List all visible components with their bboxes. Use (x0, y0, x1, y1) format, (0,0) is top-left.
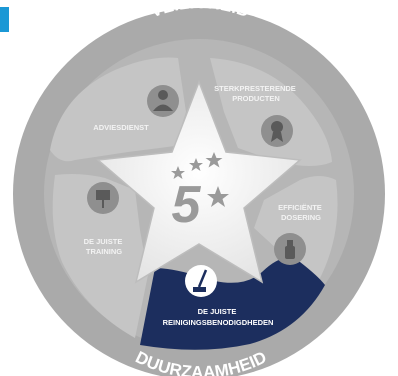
segment-de-juiste-training[interactable] (52, 174, 148, 338)
segment-label-efficiente-dosering: EFFICIËNTE DOSERING (278, 203, 324, 222)
segment-sterkpresterende-producten[interactable] (210, 58, 332, 166)
segment-label-de-juiste-training: DE JUISTE TRAINING (84, 237, 125, 256)
segment-label-de-juiste-reinigingsbenodigdheden: DE JUISTE REINIGINGSBENODIGDHEDEN (163, 307, 274, 327)
segment-panels (50, 57, 338, 350)
mop-icon (185, 265, 217, 297)
segment-label-sterkpresterende-producten: STERKPRESTERENDE PRODUCTEN (214, 84, 298, 103)
five-star-logo-number: 5 (172, 176, 202, 234)
segment-efficiente-dosering[interactable] (254, 176, 338, 282)
segment-adviesdienst[interactable] (50, 57, 186, 162)
presentation-icon (87, 182, 119, 214)
spray-bottle-icon (274, 233, 306, 265)
award-icon (261, 115, 293, 147)
five-star-logo (171, 152, 229, 207)
brand-accent-mark (0, 2, 9, 32)
person-icon (147, 85, 179, 117)
central-star (96, 79, 302, 284)
segment-label-adviesdienst: ADVIESDIENST (93, 123, 149, 132)
